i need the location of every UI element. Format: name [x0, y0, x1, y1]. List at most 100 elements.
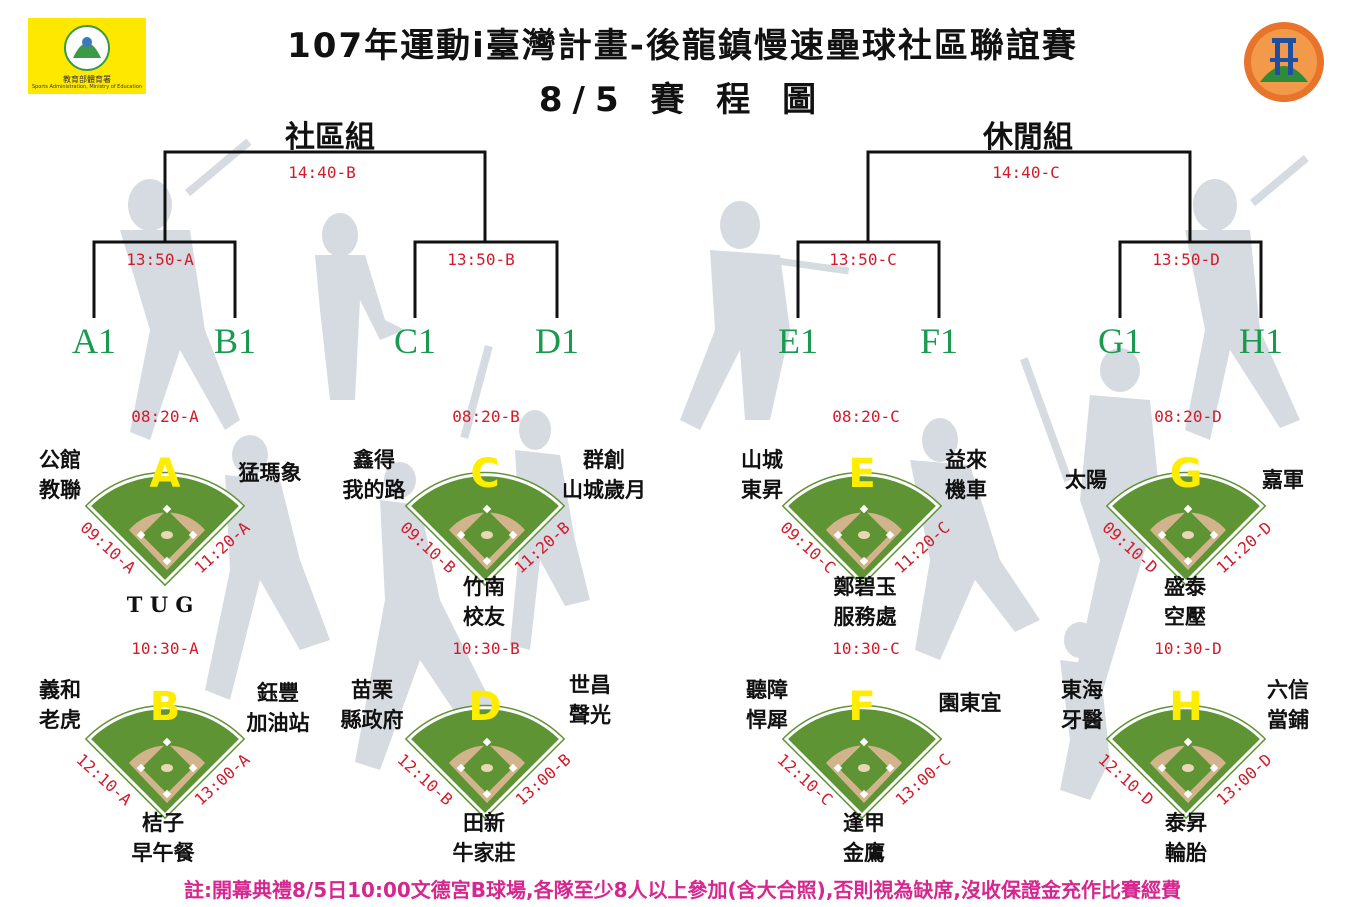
field-b-team-bottom: 桔子 早午餐: [131, 810, 195, 865]
field-f-team-left: 聽障 悍犀: [746, 677, 788, 732]
field-g-diamond: G: [1105, 451, 1267, 587]
field-f-base-0: [859, 737, 869, 747]
page-title: 107年運動i臺灣計畫-後龍鎮慢速壘球社區聯誼賽: [287, 26, 1078, 66]
field-d-top-time: 10:30-B: [452, 639, 520, 658]
field-d-mound: [481, 764, 493, 772]
field-c-base-3: [482, 556, 492, 566]
field-g-letter: G: [1170, 451, 1203, 497]
slot-h1: H1: [1239, 321, 1283, 361]
field-e-diamond: E: [781, 451, 943, 587]
logo-text-english: Sports Administration, Ministry of Educa…: [31, 84, 143, 90]
township-emblem-icon: [1244, 22, 1324, 102]
field-c-team-bottom: 竹南 校友: [463, 574, 505, 629]
field-e-letter: E: [848, 451, 875, 497]
field-h-team-right: 六信 當鋪: [1267, 677, 1309, 732]
field-a-team-right: 猛瑪象: [238, 460, 302, 485]
field-c-base-2: [508, 530, 518, 540]
field-d-team-bottom: 田新 牛家莊: [452, 810, 516, 865]
field-h-base-0: [1183, 737, 1193, 747]
field-d-team-left: 苗栗 縣政府: [340, 677, 404, 732]
field-e-base-0: [859, 504, 869, 514]
field-f-base-3: [859, 789, 869, 799]
field-g-base-3: [1183, 556, 1193, 566]
slot-f1: F1: [919, 321, 959, 361]
field-f-base-2: [885, 763, 895, 773]
field-e-base-3: [859, 556, 869, 566]
field-g-team-left: 太陽: [1065, 467, 1107, 492]
field-a-top-time: 08:20-A: [131, 407, 199, 426]
field-a-team-bottom: T U G: [126, 592, 194, 617]
field-g-base-0: [1183, 504, 1193, 514]
field-a-team-left: 公館 教聯: [39, 447, 81, 502]
field-h-mound: [1182, 764, 1194, 772]
field-c-team-left: 鑫得 我的路: [342, 447, 406, 502]
group-community-label: 社區組: [285, 120, 375, 155]
field-e-team-right: 益來 機車: [945, 447, 987, 502]
slot-c1: C1: [393, 321, 437, 361]
semi-time-c: 13:50-C: [829, 250, 897, 269]
field-e-team-left: 山城 東昇: [741, 447, 783, 502]
field-b-team-left: 義和 老虎: [39, 677, 81, 732]
field-c-letter: C: [470, 451, 499, 497]
field-g-base-2: [1209, 530, 1219, 540]
field-h-base-3: [1183, 789, 1193, 799]
field-h-team-left: 東海 牙醫: [1061, 677, 1103, 732]
footer-note: 註:開幕典禮8/5日10:00文德宮B球場,各隊至少8人以上參加(含大合照),否…: [183, 878, 1182, 902]
field-f-diamond: F: [781, 684, 943, 820]
field-f-letter: F: [848, 684, 875, 730]
field-f-top-time: 10:30-C: [832, 639, 900, 658]
field-c-team-right: 群創 山城歲月: [562, 447, 646, 502]
field-c-top-time: 08:20-B: [452, 407, 520, 426]
field-e-base-1: [833, 530, 843, 540]
field-b-top-time: 10:30-A: [131, 639, 199, 658]
schedule-date-title: 8/5 賽 程 圖: [538, 80, 827, 120]
field-a-base-0: [162, 504, 172, 514]
field-a-mound: [161, 531, 173, 539]
field-e-base-2: [885, 530, 895, 540]
field-e-top-time: 08:20-C: [832, 407, 900, 426]
field-d-diamond: D: [404, 684, 566, 820]
field-f-base-1: [833, 763, 843, 773]
field-h-base-2: [1209, 763, 1219, 773]
field-b-mound: [161, 764, 173, 772]
sports-administration-logo: 教育部體育署 Sports Administration, Ministry o…: [28, 18, 146, 94]
field-h-base-1: [1157, 763, 1167, 773]
field-e-team-bottom: 鄭碧玉 服務處: [833, 574, 897, 629]
slot-d1: D1: [535, 321, 579, 361]
field-h-diamond: H: [1105, 684, 1267, 820]
field-e-mound: [858, 531, 870, 539]
slot-g1: G1: [1098, 321, 1142, 361]
field-b-team-right: 鈺豐 加油站: [246, 680, 310, 735]
field-a-letter: A: [150, 451, 181, 497]
slot-a1: A1: [72, 321, 116, 361]
ministry-emblem-icon: [64, 25, 110, 71]
field-h-top-time: 10:30-D: [1154, 639, 1222, 658]
field-d-base-2: [508, 763, 518, 773]
field-b-diamond: B: [84, 684, 246, 820]
final-time-community: 14:40-B: [288, 163, 356, 182]
field-h-team-bottom: 泰昇 輪胎: [1165, 810, 1207, 865]
final-time-leisure: 14:40-C: [992, 163, 1060, 182]
field-c-mound: [481, 531, 493, 539]
field-g-base-1: [1157, 530, 1167, 540]
slot-e1: E1: [778, 321, 818, 361]
field-d-base-3: [482, 789, 492, 799]
field-c-base-0: [482, 504, 492, 514]
field-d-base-1: [456, 763, 466, 773]
logo-text-chinese: 教育部體育署: [63, 75, 111, 84]
field-d-team-right: 世昌 聲光: [569, 672, 611, 727]
semi-time-b: 13:50-B: [447, 250, 515, 269]
field-c-base-1: [456, 530, 466, 540]
field-f-team-bottom: 逢甲 金鷹: [843, 810, 885, 865]
field-g-team-right: 嘉軍: [1262, 467, 1304, 492]
field-d-letter: D: [468, 684, 501, 730]
group-leisure-label: 休閒組: [983, 120, 1073, 155]
field-c-diamond: C: [404, 451, 566, 587]
field-g-mound: [1182, 531, 1194, 539]
semi-time-a: 13:50-A: [126, 250, 194, 269]
slot-b1: B1: [213, 321, 257, 361]
field-h-letter: H: [1169, 684, 1202, 730]
field-f-mound: [858, 764, 870, 772]
